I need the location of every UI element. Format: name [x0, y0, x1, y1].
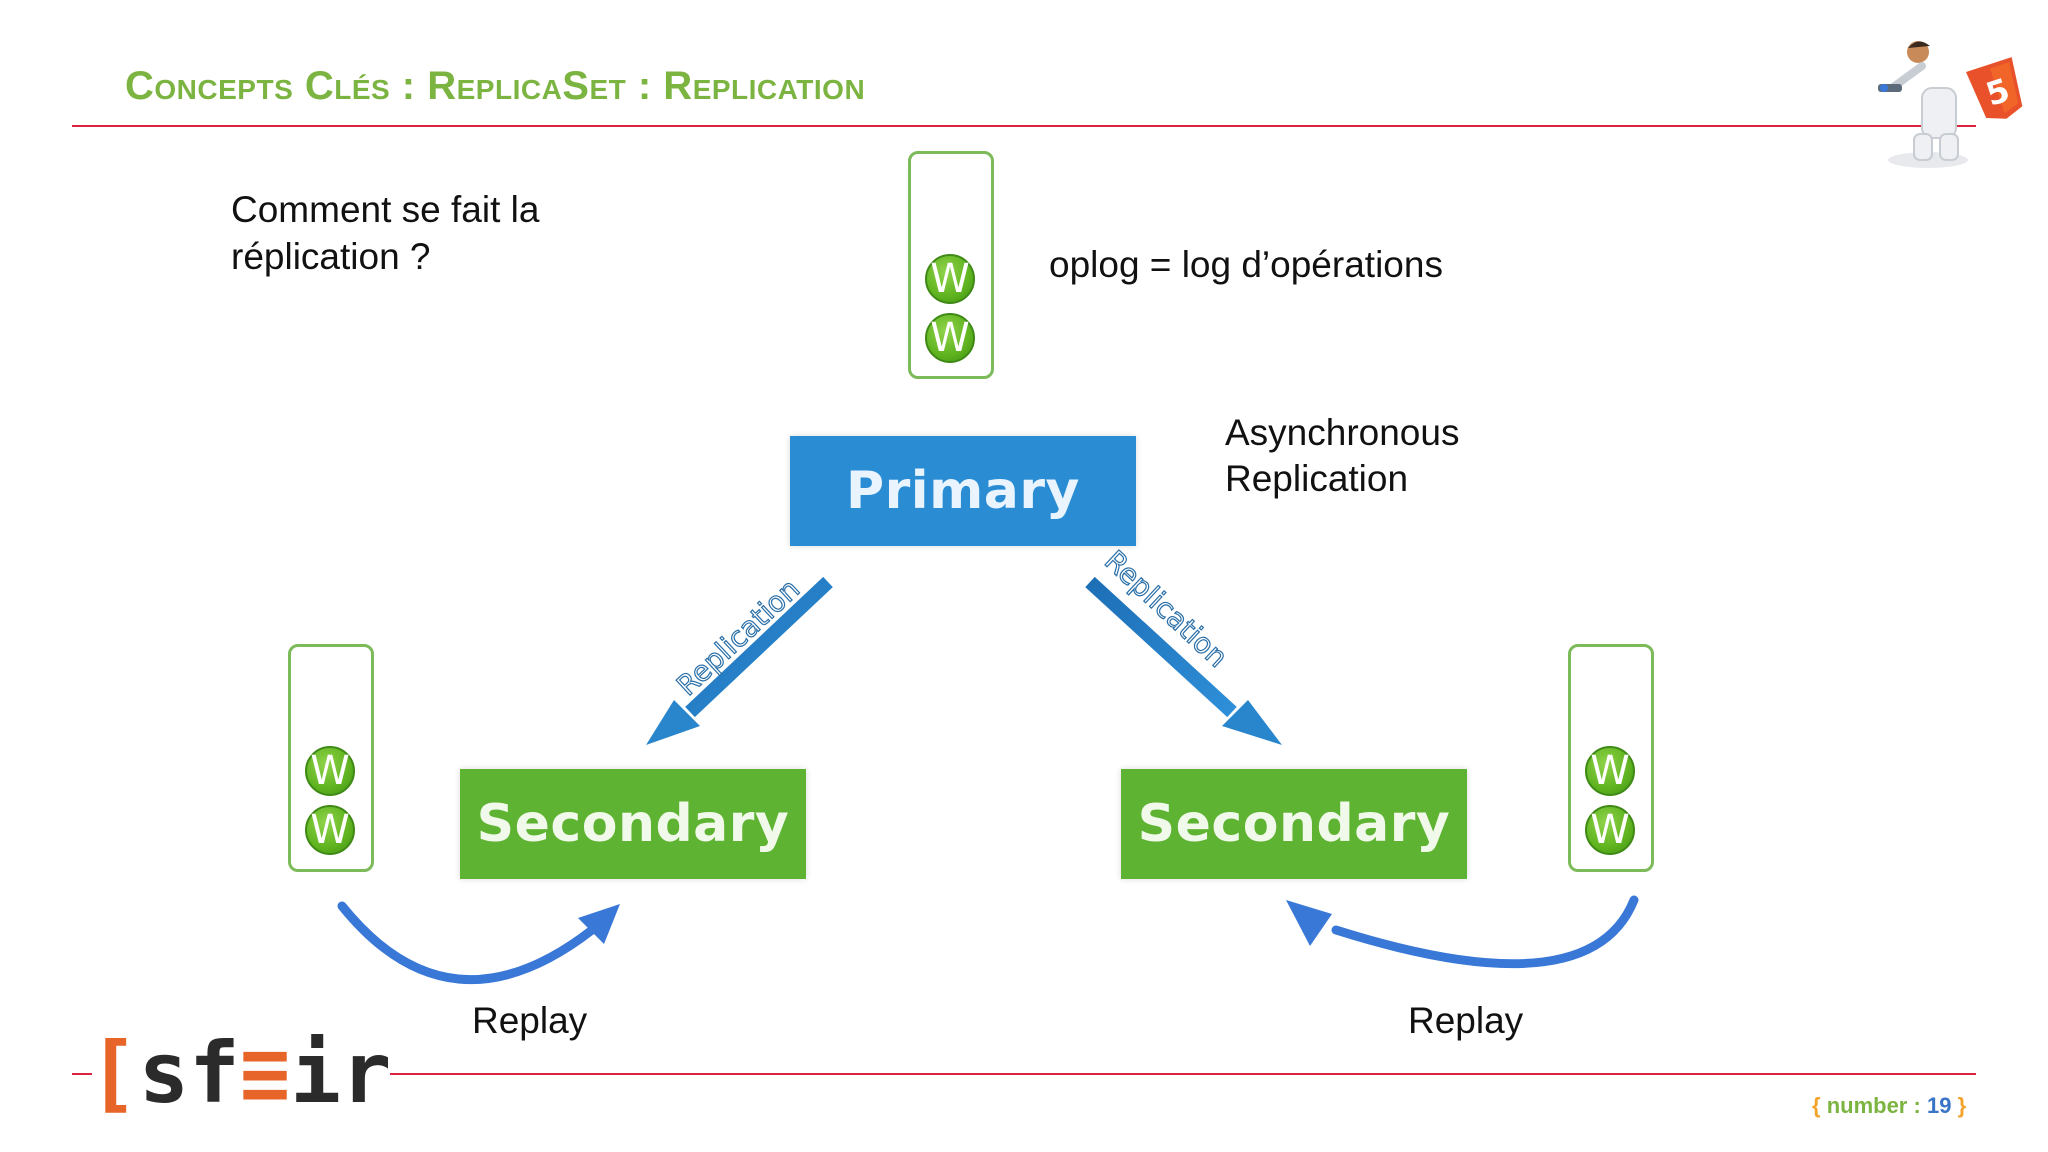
secondary-node-right: Secondary: [1121, 769, 1467, 879]
html5-shield-icon: 5: [1966, 57, 2023, 119]
page-number-value: 19: [1926, 1093, 1952, 1118]
oplog-definition: oplog = log d’opérations: [1049, 244, 1443, 285]
replication-arrow-left: Replication: [646, 572, 833, 745]
write-op-icon: W: [925, 254, 975, 304]
footer-divider-left: [72, 1073, 92, 1075]
replication-arrow-left-label: Replication: [670, 572, 806, 702]
replay-curve-right: [1286, 895, 1639, 969]
slide-title: Concepts Clés : ReplicaSet : Replication: [125, 64, 866, 108]
async-replication-label: Asynchronous Replication: [1225, 412, 1460, 499]
secondary-right-oplog: W W: [1568, 644, 1654, 872]
sfeir-logo-text: [sf≡ir]: [88, 1024, 388, 1122]
write-op-icon: W: [925, 313, 975, 363]
write-op-icon: W: [1585, 805, 1635, 855]
replay-label-right: Replay: [1408, 1000, 1524, 1041]
replication-question: Comment se fait la réplication ?: [231, 189, 540, 277]
secondary-node-left: Secondary: [460, 769, 806, 879]
secondary-right-label: Secondary: [1137, 794, 1451, 854]
primary-oplog: W W: [908, 151, 994, 379]
footer-divider: [390, 1073, 1976, 1075]
replication-arrow-right: Replication: [1085, 543, 1282, 745]
primary-label: Primary: [846, 461, 1080, 521]
write-op-icon: W: [1585, 746, 1635, 796]
html5-mascot-illustration: 5: [1878, 41, 2023, 168]
replay-curve-left: [337, 901, 620, 985]
primary-node: Primary: [790, 436, 1136, 546]
sfeir-logo: [sf≡ir]: [88, 1024, 388, 1122]
page-number: { number : 19 }: [1812, 1093, 1967, 1118]
secondary-left-label: Secondary: [476, 794, 790, 854]
write-op-icon: W: [305, 805, 355, 855]
replay-label-left: Replay: [472, 1000, 588, 1041]
title-divider: [72, 125, 1976, 127]
write-op-icon: W: [305, 746, 355, 796]
astronaut-figure: [1878, 41, 1968, 168]
secondary-left-oplog: W W: [288, 644, 374, 872]
